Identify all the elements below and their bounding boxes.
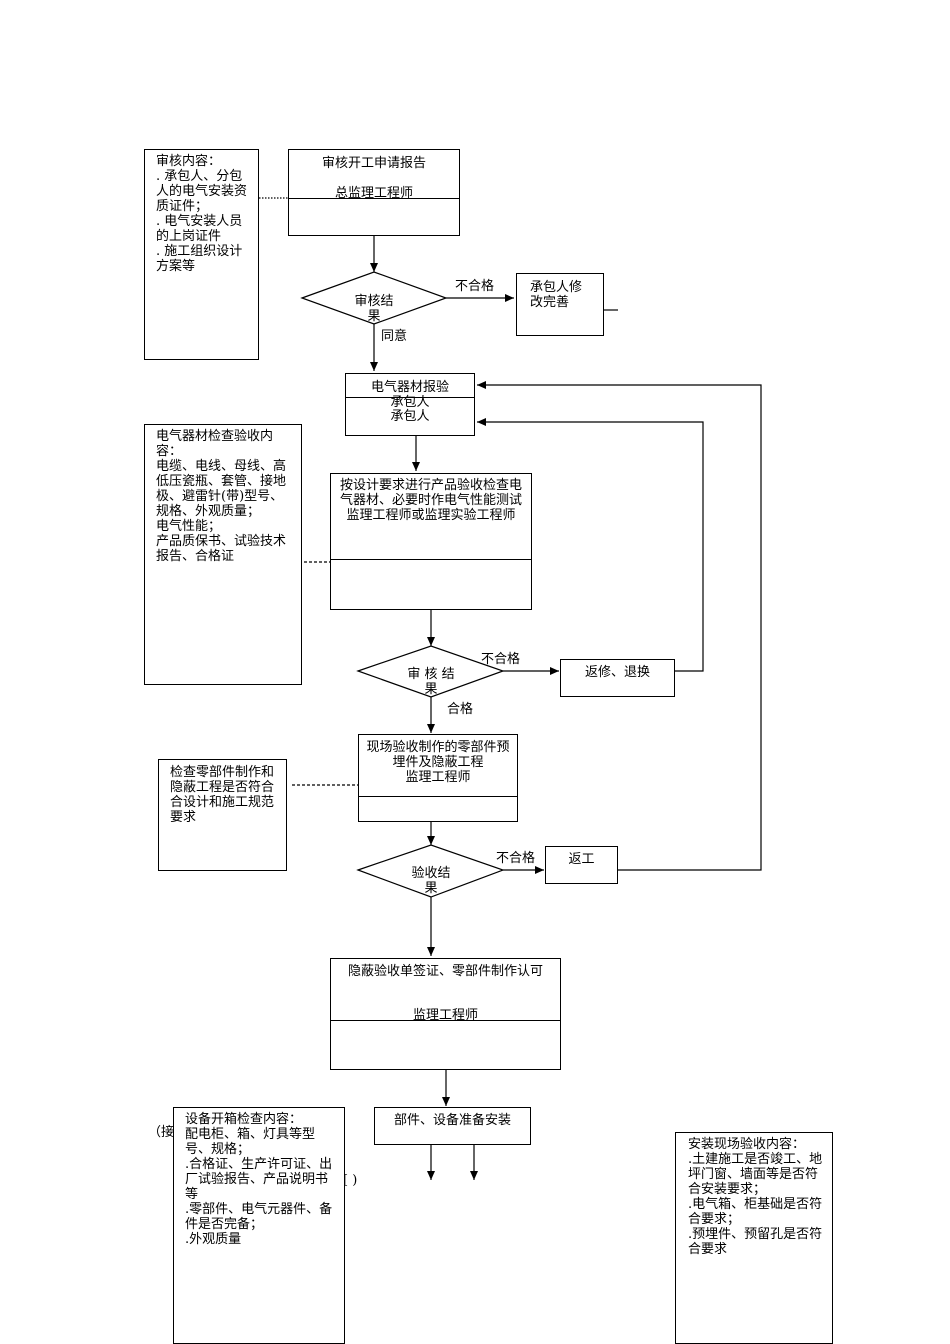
hidden-sign-box xyxy=(330,958,561,1070)
site-accept-text: 现场验收制作的零部件预埋件及隐蔽工程 监理工程师 xyxy=(366,740,510,785)
side-left-text: （接 xyxy=(148,1125,175,1140)
decision-2-label: 审 核 结 果 xyxy=(407,667,455,697)
review-start-divider xyxy=(288,198,460,199)
note-material-check xyxy=(144,424,302,685)
pass-label: 合格 xyxy=(447,702,474,717)
rework-box xyxy=(545,846,618,884)
decision-3-label: 验收结 果 xyxy=(411,866,451,896)
decision-1 xyxy=(300,271,448,325)
note-parts-check-text: 检查零部件制作和隐蔽工程是否符合合设计和施工规范要求 xyxy=(170,765,275,825)
material-report-role-b: 承包人 xyxy=(390,409,430,424)
material-report-divider xyxy=(345,397,475,398)
loop-return xyxy=(477,418,704,672)
material-report-title: 电气器材报验 xyxy=(370,380,449,395)
prepare-install-box xyxy=(374,1107,531,1145)
note-material-check-text: 电气器材检查验收内容： 电缆、电线、母线、高低压瓷瓶、套管、接地极、避雷针(带)… xyxy=(156,429,287,564)
inspect-material-box xyxy=(330,473,532,610)
note-parts-check xyxy=(158,759,287,871)
decision-1-label: 审核结 果 xyxy=(354,294,394,324)
side-right-text: [ ) xyxy=(343,1173,358,1188)
fail-label-3: 不合格 xyxy=(496,851,536,866)
fail-label-1: 不合格 xyxy=(455,279,495,294)
fail-label-2: 不合格 xyxy=(481,652,521,667)
rework-text: 返工 xyxy=(568,852,595,867)
hidden-sign-role: 监理工程师 xyxy=(412,1008,478,1023)
site-accept-box xyxy=(358,734,518,822)
decision-3 xyxy=(356,844,505,898)
note-review-content xyxy=(144,149,259,360)
site-accept-divider xyxy=(358,796,518,797)
note-review-content-text: 审核内容： . 承包人、分包人的电气安装资质证件； . 电气安装人员的上岗证件 … xyxy=(156,154,248,274)
agree-label: 同意 xyxy=(381,329,408,344)
inspect-material-text: 按设计要求进行产品验收检查电气器材、必要时作电气性能测试 监理工程师或监理实验工… xyxy=(339,478,522,523)
review-start-box xyxy=(288,149,460,236)
return-replace-text: 返修、退换 xyxy=(584,665,650,680)
contractor-fix-text: 承包人修 改完善 xyxy=(530,280,583,310)
review-start-role: 总监理工程师 xyxy=(334,186,413,201)
material-report-role-a: 承包人 xyxy=(390,395,430,410)
inspect-material-divider xyxy=(330,559,532,560)
hidden-sign-divider xyxy=(330,1020,561,1021)
note-unpacking-text: 设备开箱检查内容： 配电柜、箱、灯具等型号、规格； .合格证、生产许可证、出厂试… xyxy=(185,1112,333,1247)
return-replace-box xyxy=(560,659,675,697)
prepare-install-text: 部件、设备准备安装 xyxy=(393,1113,511,1128)
note-site-install-text: 安装现场验收内容： .土建施工是否竣工、地坪门窗、墙面等是否符合安装要求； .电… xyxy=(688,1137,823,1257)
loop-rework xyxy=(477,381,762,871)
material-report-box xyxy=(345,373,475,436)
decision-2 xyxy=(356,645,505,698)
contractor-fix-box xyxy=(516,273,604,336)
review-start-title: 审核开工申请报告 xyxy=(321,156,426,171)
hidden-sign-title: 隐蔽验收单签证、零部件制作认可 xyxy=(347,964,543,979)
